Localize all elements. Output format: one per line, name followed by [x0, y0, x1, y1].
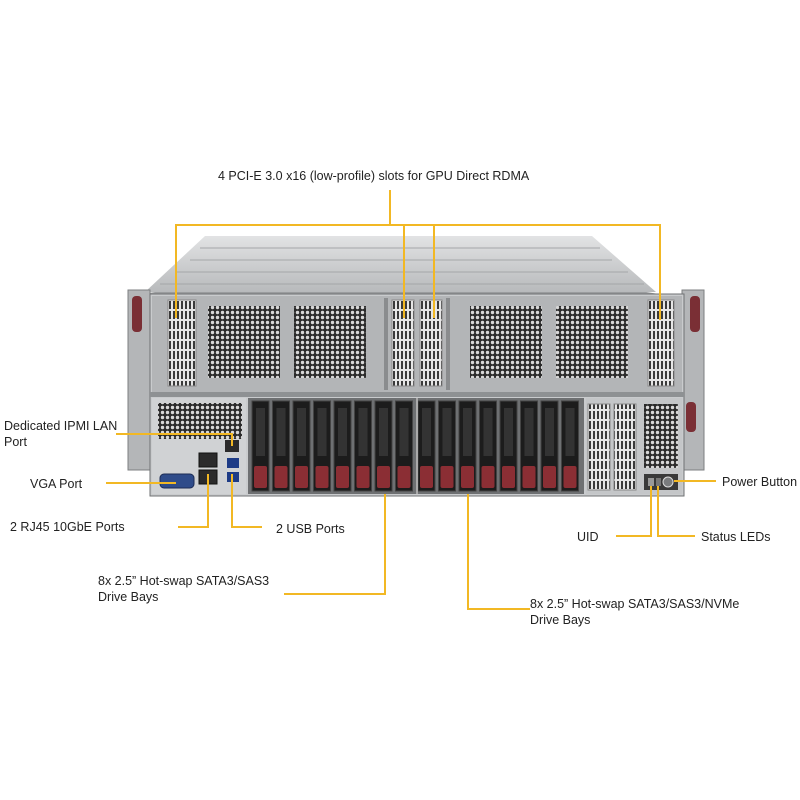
label-ipmi-line2: Port — [4, 435, 27, 449]
drive-vent-15 — [545, 408, 554, 456]
drive-release-tab-11 — [461, 466, 474, 488]
drive-vent-5 — [338, 408, 347, 456]
drive-release-tab-5 — [336, 466, 349, 488]
label-sas-line2: Drive Bays — [98, 590, 159, 604]
label-vga-port: VGA Port — [30, 477, 83, 491]
label-nvme-drive-bays: 8x 2.5” Hot-swap SATA3/SAS3/NVMe Drive B… — [530, 596, 739, 628]
drive-release-tab-1 — [254, 466, 267, 488]
status-leds — [656, 478, 661, 486]
vga-connector — [159, 473, 195, 489]
drive-vent-7 — [379, 408, 388, 456]
drive-release-tab-14 — [522, 466, 536, 488]
uid-button — [648, 478, 654, 486]
drive-vent-13 — [504, 408, 513, 456]
drive-vent-12 — [483, 408, 493, 456]
rj45-port-1 — [198, 452, 218, 468]
drive-release-tab-16 — [563, 466, 577, 488]
label-ipmi-lan-port: Dedicated IPMI LAN Port — [4, 418, 117, 450]
label-sas-line1: 8x 2.5” Hot-swap SATA3/SAS3 — [98, 574, 270, 588]
drive-release-tab-10 — [440, 466, 454, 488]
drive-vent-8 — [399, 408, 409, 456]
label-sas-drive-bays: 8x 2.5” Hot-swap SATA3/SAS3 Drive Bays — [98, 573, 269, 605]
left-handle — [132, 296, 142, 332]
drive-release-tab-2 — [274, 466, 288, 488]
drive-vent-1 — [256, 408, 265, 456]
label-status-leds: Status LEDs — [701, 530, 771, 544]
drive-release-tab-13 — [502, 466, 515, 488]
label-power-button: Power Button — [722, 475, 798, 489]
right-handle — [690, 296, 700, 332]
drive-vent-14 — [524, 408, 534, 456]
pcie-slot-3 — [419, 299, 443, 387]
label-ipmi-line1: Dedicated IPMI LAN — [4, 419, 118, 433]
power-button — [662, 476, 674, 488]
drive-vent-3 — [297, 408, 306, 456]
callout-lines — [106, 190, 716, 610]
label-uid: UID — [577, 530, 599, 544]
drive-vent-16 — [565, 408, 575, 456]
drive-release-tab-9 — [420, 466, 433, 488]
label-rj45-ports: 2 RJ45 10GbE Ports — [10, 520, 125, 534]
drive-release-tab-7 — [377, 466, 390, 488]
pcie-slot-1 — [167, 299, 197, 387]
psu-bracket-2 — [613, 403, 637, 491]
drive-vent-11 — [463, 408, 472, 456]
drive-vent-4 — [317, 408, 327, 456]
drive-bank-divider — [416, 398, 418, 494]
psu-bracket-1 — [587, 403, 611, 491]
drive-vent-2 — [276, 408, 286, 456]
usb-port-1 — [227, 458, 239, 468]
drive-release-tab-12 — [481, 466, 495, 488]
drive-release-tab-3 — [295, 466, 308, 488]
label-usb-ports: 2 USB Ports — [276, 522, 345, 536]
label-pcie-slots: 4 PCI-E 3.0 x16 (low-profile) slots for … — [218, 169, 530, 183]
label-nvme-line1: 8x 2.5” Hot-swap SATA3/SAS3/NVMe — [530, 597, 740, 611]
drive-release-tab-6 — [356, 466, 370, 488]
drive-vent-6 — [358, 408, 368, 456]
label-nvme-line2: Drive Bays — [530, 613, 591, 627]
drive-vent-10 — [442, 408, 452, 456]
vent-mesh — [208, 306, 280, 378]
drive-release-tab-15 — [543, 466, 556, 488]
drive-vent-9 — [422, 408, 431, 456]
drive-release-tab-4 — [315, 466, 329, 488]
drive-release-tab-8 — [397, 466, 411, 488]
